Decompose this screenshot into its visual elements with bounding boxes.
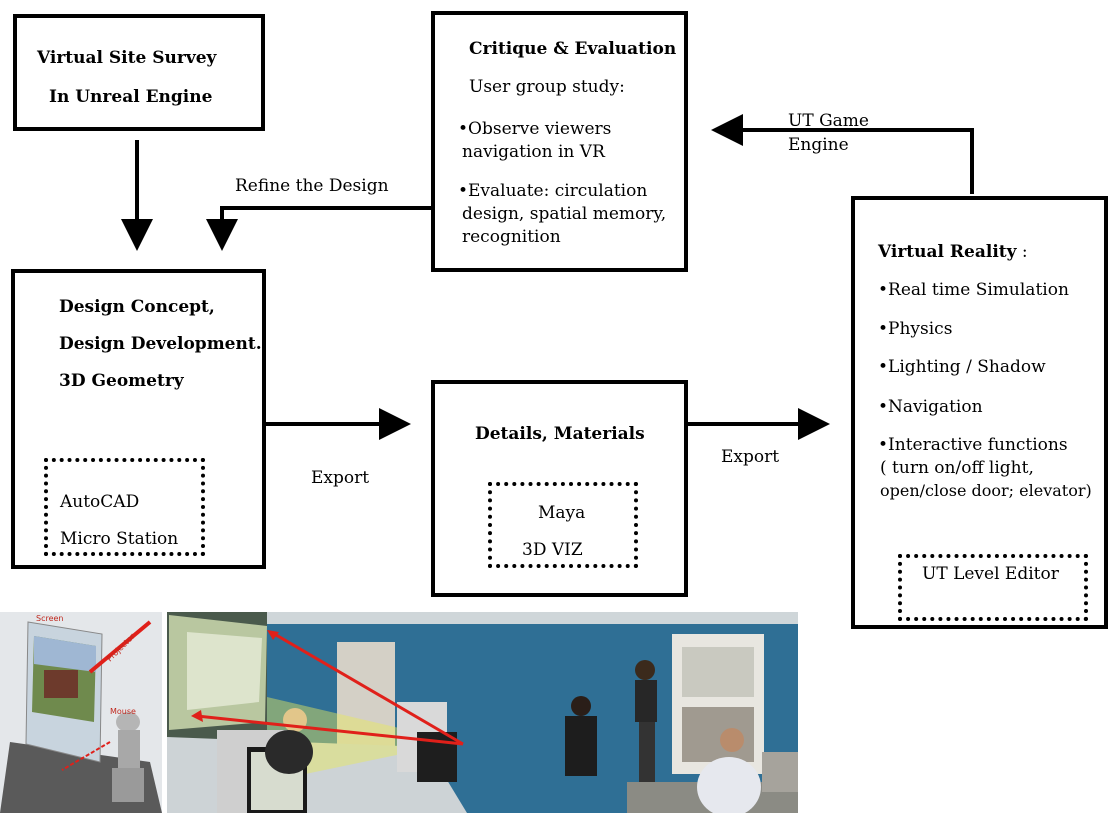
vr-lab-scene [167,612,798,813]
design-line-3: 3D Geometry [59,371,184,391]
screen-label: Screen [36,614,64,623]
mouse-label: Mouse [110,707,136,716]
critique-evaluation-box: Critique & Evaluation User group study: … [431,11,688,272]
ut-game-engine-label-line-1: UT Game [788,111,869,131]
critique-title: Critique & Evaluation [469,39,677,59]
critique-bullet-2-line-1: •Evaluate: circulation [458,181,648,201]
cad-tools-box: AutoCAD Micro Station [44,458,205,556]
details-materials-box: Details, Materials Maya 3D VIZ [431,380,688,597]
arrow-refine-the-design [206,206,433,251]
design-line-1: Design Concept, [59,297,215,317]
vr-item-5-line-2: ( turn on/off light, [880,458,1034,478]
critique-bullet-2-line-2: design, spatial memory, [462,204,667,224]
survey-line-2: In Unreal Engine [49,87,213,107]
vr-title-suffix: : [1016,242,1028,262]
vr-title-row: Virtual Reality : [878,242,1028,262]
export-label-1: Export [311,468,370,488]
vr-item-1: •Real time Simulation [878,280,1069,300]
details-title: Details, Materials [475,424,645,444]
maya-label: Maya [538,503,586,523]
ut-game-engine-label-line-2: Engine [788,135,849,155]
vr-item-2: •Physics [878,319,953,339]
critique-bullet-1-line-2: navigation in VR [462,142,605,162]
critique-bullet-2-line-3: recognition [462,227,561,247]
vr-item-5-line-3: open/close door; elevator) [880,481,1092,500]
autocad-label: AutoCAD [60,492,140,512]
vr-title: Virtual Reality [878,242,1017,262]
critique-bullet-1-line-1: •Observe viewers [458,119,612,139]
refine-the-design-label: Refine the Design [235,176,389,196]
design-concept-box: Design Concept, Design Development. 3D G… [11,269,266,569]
virtual-reality-box: Virtual Reality : •Real time Simulation … [851,196,1108,629]
microstation-label: Micro Station [60,529,179,549]
vr-item-3: •Lighting / Shadow [878,357,1046,377]
projection-setup-illustration: Screen Projector Mouse [0,612,162,813]
virtual-site-survey-box: Virtual Site Survey In Unreal Engine [13,14,265,131]
ut-level-editor-label: UT Level Editor [922,564,1059,584]
arrow-game-engine-feedback [711,114,974,194]
ut-level-editor-box: UT Level Editor [898,554,1088,621]
modeling-tools-box: Maya 3D VIZ [488,482,638,568]
vr-item-4: •Navigation [878,397,983,417]
projection-setup-drawing: Screen Projector Mouse [0,612,162,813]
survey-line-1: Virtual Site Survey [37,48,217,68]
export-label-2: Export [721,447,780,467]
vr-item-5-line-1: •Interactive functions [878,435,1068,455]
design-line-2: Design Development. [59,334,262,354]
critique-subtitle: User group study: [469,77,625,97]
vr-lab-photo [167,612,798,813]
3d-viz-label: 3D VIZ [522,540,583,560]
